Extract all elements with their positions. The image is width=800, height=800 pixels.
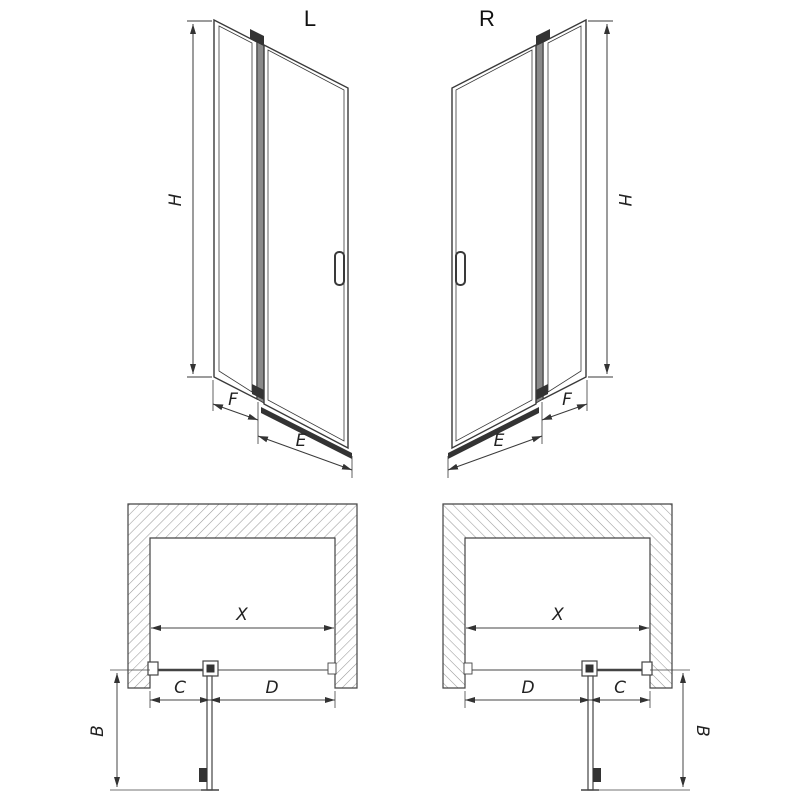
dim-label-projection-left: B [88, 725, 108, 737]
variant-label-right: R [479, 6, 495, 31]
plan-view-left [110, 504, 357, 790]
dim-label-fixed-width-right: F [562, 390, 572, 410]
dim-label-door-width-right: E [494, 431, 505, 451]
dim-label-niche-width-left: X [235, 605, 248, 625]
dim-label-door-opening-left: D [265, 678, 278, 698]
dim-label-projection-right: B [692, 725, 712, 737]
plan-view-right [443, 504, 690, 790]
variant-label-left: L [304, 6, 316, 31]
dim-label-door-width-left: E [296, 431, 307, 451]
dim-label-fixed-segment-right: C [614, 678, 626, 698]
dim-label-fixed-width-left: F [228, 390, 238, 410]
elevation-view-left [187, 20, 352, 478]
dim-label-niche-width-right: X [551, 605, 564, 625]
dim-label-height-left: H [166, 193, 186, 206]
dim-label-fixed-segment-left: C [174, 678, 186, 698]
elevation-view-right [448, 20, 613, 478]
dim-label-door-opening-right: D [521, 678, 534, 698]
dim-label-height-right: H [614, 194, 634, 207]
